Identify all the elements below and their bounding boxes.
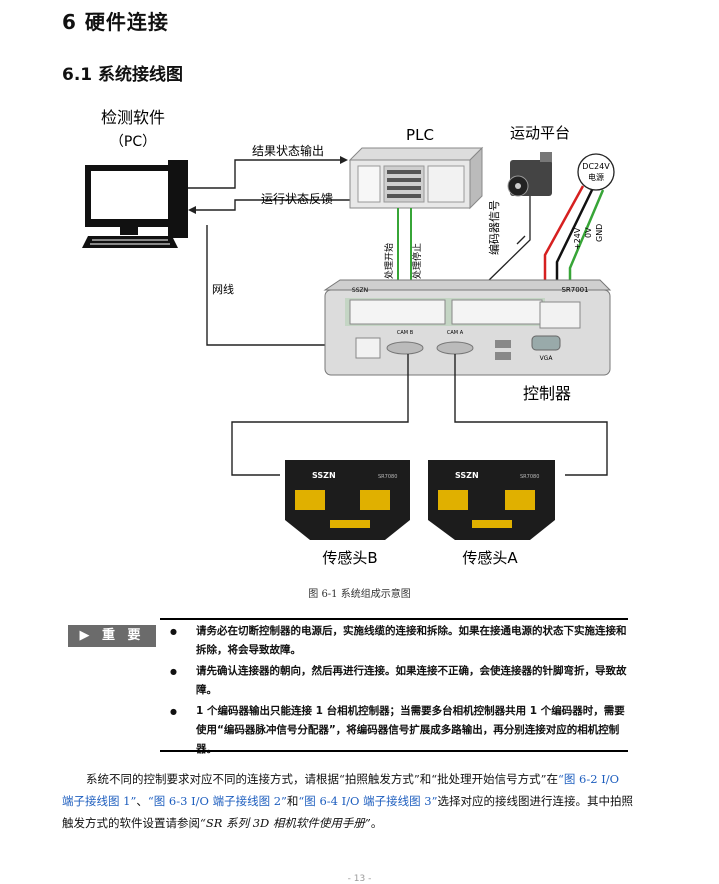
section-heading: 6.1 系统接线图 <box>62 65 184 85</box>
power-supply-icon <box>577 153 615 191</box>
pc-label-1: 检测软件 <box>101 108 165 127</box>
link-figure-6-2[interactable]: “图 6-2 I/O 端子接线图 1” <box>62 772 620 808</box>
arrow-right-icon <box>340 156 348 164</box>
vga-label: VGA <box>540 355 554 362</box>
platform-label: 运动平台 <box>510 124 570 142</box>
link-figure-6-3[interactable]: “图 6-3 I/O 端子接线图 2” <box>147 794 287 808</box>
encoder-signal-label: 编码器信号 <box>487 200 501 255</box>
chapter-heading: 6 硬件连接 <box>62 10 169 34</box>
network-label: 网线 <box>212 282 234 296</box>
sensor-head-a <box>428 460 555 540</box>
notice-item: 1 个编码器输出只能连接 1 台相机控制器；当需要多台相机控制器共用 1 个编码… <box>166 702 628 759</box>
sensor-a-brand: SSZN <box>455 471 479 480</box>
controller-brand: SSZN <box>352 287 368 294</box>
pc-label-2: （PC） <box>110 134 156 150</box>
controller-model: SR7001 <box>561 286 588 294</box>
notice-top-rule <box>160 618 628 620</box>
controller-device <box>323 279 612 376</box>
body-paragraph: 系统不同的控制要求对应不同的连接方式，请根据“拍照触发方式”和“批处理开始信号方… <box>62 768 634 834</box>
servo-motor-icon <box>507 152 552 197</box>
controller-label: 控制器 <box>523 384 571 403</box>
card-b-label: CAM B <box>397 330 414 336</box>
plc-device <box>348 146 484 210</box>
figure-caption: 图 6-1 系统组成示意图 <box>308 589 411 600</box>
power-label-2: 电源 <box>588 172 604 182</box>
manual-reference: “SR 系列 3D 相机软件使用手册” <box>200 816 371 830</box>
sensor-a-label: 传感头A <box>462 549 518 567</box>
v0-label: 0V <box>584 227 593 238</box>
para-text: 、 <box>136 794 148 808</box>
power-label-1: DC24V <box>582 162 610 171</box>
important-notice: 请务必在切断控制器的电源后，实施线缆的连接和拆除。如果在接通电源的状态下实施连接… <box>166 622 628 761</box>
para-text: 系统不同的控制要求对应不同的连接方式，请根据“拍照触发方式”和“批处理开始信号方… <box>86 772 559 786</box>
para-text: 和 <box>286 794 299 808</box>
para-text: 。 <box>370 816 383 830</box>
notice-item: 请务必在切断控制器的电源后，实施线缆的连接和拆除。如果在接通电源的状态下实施连接… <box>166 622 628 660</box>
result-output-label: 结果状态输出 <box>252 143 324 158</box>
sensor-b-brand: SSZN <box>312 471 336 480</box>
v24-label: +24V <box>573 227 582 250</box>
notice-item: 请先确认连接器的朝向，然后再进行连接。如果连接不正确，会使连接器的针脚弯折，导致… <box>166 662 628 700</box>
pc-icon <box>82 160 188 248</box>
sensor-head-b <box>285 460 410 540</box>
sensor-b-model: SR7080 <box>378 474 397 480</box>
gnd-label: GND <box>595 224 604 242</box>
para-text: 选择对应的接线图进行连接。其中拍照触发方式的软件设置请参阅 <box>62 794 633 830</box>
notice-bottom-rule <box>160 750 628 752</box>
batch-start-label: 批处理开始 <box>383 243 395 288</box>
card-a-label: CAM A <box>447 330 464 336</box>
plc-label: PLC <box>406 126 434 144</box>
run-feedback-label: 运行状态反馈 <box>261 192 333 206</box>
batch-stop-label: 批处理停止 <box>411 243 423 288</box>
arrow-left-icon <box>188 206 196 214</box>
important-tag: ▶ 重 要 <box>68 625 156 647</box>
system-wiring-diagram: 检测软件 （PC） 结果状态输出 运行状态反馈 网线 PLC 运动平台 DC24… <box>82 108 615 567</box>
link-figure-6-4[interactable]: “图 6-4 I/O 端子接线图 3” <box>298 794 438 808</box>
sensor-a-model: SR7080 <box>520 474 539 480</box>
page-number: - 13 - <box>347 874 372 884</box>
sensor-b-label: 传感头B <box>322 549 377 567</box>
